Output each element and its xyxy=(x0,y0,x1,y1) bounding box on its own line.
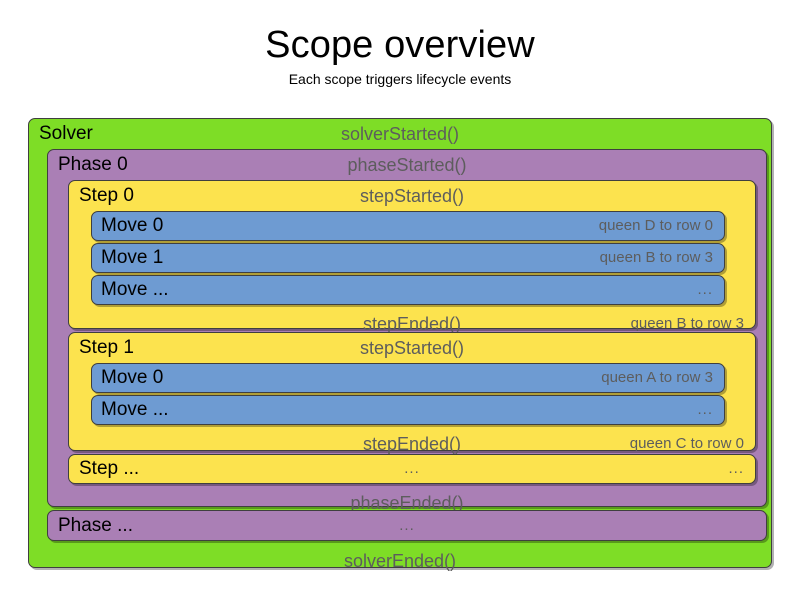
step-1-scope[interactable]: Step 1 stepStarted() Move 0 queen A to r… xyxy=(68,332,756,454)
solver-footer-row: solverEnded() xyxy=(29,546,771,576)
move-detail: ... xyxy=(697,281,713,298)
move-detail: queen D to row 0 xyxy=(598,217,713,234)
step-0-ended-event: stepEnded() xyxy=(362,314,462,334)
step-0-moves: Move 0 queen D to row 0 Move 1 queen B t… xyxy=(69,211,755,309)
move-box[interactable]: Move ... ... xyxy=(91,395,725,425)
solver-header-row: Solver solverStarted() xyxy=(29,119,771,149)
move-box[interactable]: Move 1 queen B to row 3 xyxy=(91,243,725,273)
phase-ellipsis-scope[interactable]: Phase ... ... xyxy=(47,510,767,541)
solver-started-event: solverStarted() xyxy=(340,124,460,144)
move-box[interactable]: Move ... ... xyxy=(91,275,725,305)
phase-0-ended-event: phaseEnded() xyxy=(350,493,464,513)
move-label: Move 0 xyxy=(101,215,164,236)
page-subtitle: Each scope triggers lifecycle events xyxy=(288,71,512,87)
move-box[interactable]: Move 0 queen A to row 3 xyxy=(91,363,725,393)
phase-0-header-row: Phase 0 phaseStarted() xyxy=(48,150,766,180)
move-box[interactable]: Move 0 queen D to row 0 xyxy=(91,211,725,241)
solver-scope[interactable]: Solver solverStarted() Phase 0 phaseStar… xyxy=(28,118,772,571)
step-1-moves: Move 0 queen A to row 3 Move ... ... xyxy=(69,363,755,429)
step-1-label: Step 1 xyxy=(79,337,134,358)
phase-ellipsis-label: Phase ... xyxy=(58,515,133,536)
phase-0-footer-row: phaseEnded() xyxy=(48,488,766,518)
phase-ellipsis-header-row: Phase ... ... xyxy=(48,511,766,540)
step-ellipsis-scope[interactable]: Step ... ... ... xyxy=(68,454,756,484)
solver-label: Solver xyxy=(39,123,93,144)
phase-ellipsis-event: ... xyxy=(399,517,415,534)
step-ellipsis-label: Step ... xyxy=(79,458,140,479)
scope-overview-diagram: Solver solverStarted() Phase 0 phaseStar… xyxy=(28,118,772,571)
page-title: Scope overview xyxy=(265,24,535,66)
phase-0-label: Phase 0 xyxy=(58,154,128,175)
step-0-footer-row: stepEnded() queen B to row 3 xyxy=(69,309,755,339)
step-ellipsis-detail: ... xyxy=(728,460,744,477)
step-1-started-event: stepStarted() xyxy=(359,338,465,358)
move-detail: ... xyxy=(697,401,713,418)
move-label: Move 1 xyxy=(101,247,164,268)
phase-0-children: Step 0 stepStarted() Move 0 queen D to r… xyxy=(48,180,766,488)
step-1-header-row: Step 1 stepStarted() xyxy=(69,333,755,363)
step-1-ended-event: stepEnded() xyxy=(362,434,462,454)
solver-ended-event: solverEnded() xyxy=(343,551,457,571)
step-0-ended-detail: queen B to row 3 xyxy=(630,315,744,332)
step-1-footer-row: stepEnded() queen C to row 0 xyxy=(69,429,755,459)
phase-0-scope[interactable]: Phase 0 phaseStarted() Step 0 stepStarte… xyxy=(47,149,767,513)
move-detail: queen A to row 3 xyxy=(601,369,713,386)
solver-children: Phase 0 phaseStarted() Step 0 stepStarte… xyxy=(29,149,771,545)
step-ellipsis-event: ... xyxy=(404,460,420,477)
header: Scope overview Each scope triggers lifec… xyxy=(0,22,800,88)
step-1-ended-detail: queen C to row 0 xyxy=(629,435,744,452)
step-0-started-event: stepStarted() xyxy=(359,186,465,206)
move-label: Move 0 xyxy=(101,367,164,388)
move-detail: queen B to row 3 xyxy=(599,249,713,266)
move-label: Move ... xyxy=(101,279,169,300)
phase-0-started-event: phaseStarted() xyxy=(347,155,467,175)
step-0-label: Step 0 xyxy=(79,185,134,206)
step-0-header-row: Step 0 stepStarted() xyxy=(69,181,755,211)
step-ellipsis-header-row: Step ... ... ... xyxy=(69,455,755,483)
step-0-scope[interactable]: Step 0 stepStarted() Move 0 queen D to r… xyxy=(68,180,756,334)
move-label: Move ... xyxy=(101,399,169,420)
